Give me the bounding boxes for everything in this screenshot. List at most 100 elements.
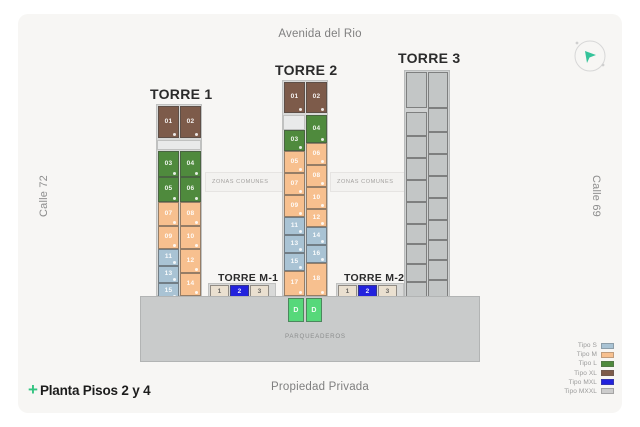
- unit-dot-icon: [299, 167, 302, 171]
- unit-label: 03: [290, 136, 299, 144]
- unit-torre-1-15[interactable]: 15: [158, 283, 179, 300]
- unit-label: 08: [312, 171, 321, 179]
- unit-torre-3-inactive-5[interactable]: [406, 136, 427, 158]
- unit-torre-3-inactive-18[interactable]: [428, 260, 448, 280]
- legend-swatch-icon: [601, 379, 614, 386]
- unit-label: 11: [290, 221, 299, 229]
- unit-torre-3-inactive-15[interactable]: [406, 244, 427, 264]
- unit-torre-1-08[interactable]: 08: [180, 202, 201, 226]
- torre-2-corridor: [283, 115, 305, 130]
- unit-torre-2-17[interactable]: 17: [284, 271, 305, 296]
- unit-label: 3: [257, 288, 262, 296]
- unit-torre-3-inactive-13[interactable]: [406, 224, 427, 244]
- unit-label: 2: [237, 288, 242, 296]
- unit-torre-2-18[interactable]: 18: [306, 263, 327, 296]
- compass-rose: [566, 32, 614, 80]
- unit-torre-2-02[interactable]: 02: [306, 82, 327, 113]
- unit-torre-2-15[interactable]: 15: [284, 253, 305, 271]
- unit-label: 1: [345, 288, 350, 296]
- unit-torre-1-01[interactable]: 01: [158, 106, 179, 138]
- unit-torre-2-14[interactable]: 14: [306, 227, 327, 245]
- unit-torre-2-01[interactable]: 01: [284, 82, 305, 113]
- unit-torre-2-12[interactable]: 12: [306, 209, 327, 227]
- unit-torre-3-inactive-11[interactable]: [406, 202, 427, 224]
- unit-torre-3-inactive-17[interactable]: [406, 264, 427, 282]
- unit-label: 07: [290, 179, 299, 187]
- unit-dot-icon: [195, 267, 198, 271]
- unit-torre-2-04[interactable]: 04: [306, 115, 327, 143]
- unit-torre-1-06[interactable]: 06: [180, 177, 201, 202]
- unit-dot-icon: [195, 220, 198, 224]
- unit-torre-2-13[interactable]: 13: [284, 235, 305, 253]
- unit-torre-3-inactive-1[interactable]: [406, 72, 427, 108]
- unit-dot-icon: [299, 107, 302, 111]
- unit-dot-icon: [321, 290, 324, 294]
- unit-label: 06: [312, 149, 321, 157]
- unit-label: D: [311, 306, 317, 314]
- unit-torre-3-inactive-3[interactable]: [406, 112, 427, 136]
- unit-torre-1-14[interactable]: 14: [180, 273, 201, 296]
- unit-torre-3-inactive-14[interactable]: [428, 220, 448, 240]
- unit-dot-icon: [195, 132, 198, 136]
- unit-torre-1-13[interactable]: 13: [158, 266, 179, 283]
- tower-title-torre-3: TORRE 3: [398, 50, 461, 66]
- unit-torre-3-inactive-4[interactable]: [428, 108, 448, 132]
- legend-item-tipo-mxl: Tipo MXL: [569, 379, 614, 386]
- plus-icon: +: [28, 380, 38, 399]
- unit-label: 18: [312, 275, 321, 283]
- unit-dot-icon: [299, 247, 302, 251]
- legend-label: Tipo L: [578, 360, 597, 368]
- unit-dot-icon: [321, 181, 324, 185]
- unit-label: 06: [186, 185, 195, 193]
- unit-torre-2-08[interactable]: 08: [306, 165, 327, 187]
- unit-torre-1-02[interactable]: 02: [180, 106, 201, 138]
- legend-item-tipo-s: Tipo S: [578, 342, 614, 349]
- legend-item-tipo-m: Tipo M: [577, 351, 614, 358]
- unit-label: 01: [164, 117, 173, 125]
- parking-unit-2[interactable]: D: [306, 298, 322, 322]
- unit-dot-icon: [299, 211, 302, 215]
- unit-label: 16: [312, 249, 321, 257]
- unit-label: 10: [186, 233, 195, 241]
- unit-torre-1-04[interactable]: 04: [180, 151, 201, 177]
- unit-label: 03: [164, 159, 173, 167]
- unit-torre-3-inactive-16[interactable]: [428, 240, 448, 260]
- unit-torre-1-12[interactable]: 12: [180, 249, 201, 273]
- unit-torre-1-09[interactable]: 09: [158, 226, 179, 249]
- unit-label: 08: [186, 209, 195, 217]
- legend-item-tipo-xl: Tipo XL: [574, 370, 614, 377]
- tower-title-torre-m-1: TORRE M-1: [218, 272, 279, 284]
- unit-torre-2-07[interactable]: 07: [284, 173, 305, 195]
- unit-torre-2-03[interactable]: 03: [284, 130, 305, 151]
- unit-dot-icon: [195, 243, 198, 247]
- unit-torre-2-10[interactable]: 10: [306, 187, 327, 209]
- unit-torre-3-inactive-12[interactable]: [428, 198, 448, 220]
- unit-torre-1-03[interactable]: 03: [158, 151, 179, 177]
- tower-title-torre-2: TORRE 2: [275, 62, 338, 78]
- unit-torre-3-inactive-10[interactable]: [428, 176, 448, 198]
- unit-torre-2-11[interactable]: 11: [284, 217, 305, 235]
- unit-torre-2-05[interactable]: 05: [284, 151, 305, 173]
- unit-label: 15: [164, 287, 173, 295]
- unit-torre-1-05[interactable]: 05: [158, 177, 179, 202]
- unit-torre-2-16[interactable]: 16: [306, 245, 327, 263]
- unit-torre-3-inactive-6[interactable]: [428, 132, 448, 154]
- unit-torre-1-11[interactable]: 11: [158, 249, 179, 266]
- parqueaderos-label: PARQUEADEROS: [285, 333, 346, 340]
- unit-torre-2-06[interactable]: 06: [306, 143, 327, 165]
- unit-label: 07: [164, 209, 173, 217]
- zonas-comunes-right-label: ZONAS COMUNES: [337, 179, 394, 185]
- unit-torre-3-inactive-2[interactable]: [428, 72, 448, 108]
- parking-unit-1[interactable]: D: [288, 298, 304, 322]
- unit-dot-icon: [321, 239, 324, 243]
- unit-torre-1-10[interactable]: 10: [180, 226, 201, 249]
- unit-torre-2-09[interactable]: 09: [284, 195, 305, 217]
- unit-torre-1-07[interactable]: 07: [158, 202, 179, 226]
- unit-label: 09: [164, 233, 173, 241]
- unit-torre-3-inactive-8[interactable]: [428, 154, 448, 176]
- unit-torre-3-inactive-9[interactable]: [406, 180, 427, 202]
- street-label-left: Calle 72: [38, 175, 50, 217]
- unit-label: 1: [217, 288, 222, 296]
- unit-torre-3-inactive-7[interactable]: [406, 158, 427, 180]
- unit-label: 01: [290, 93, 299, 101]
